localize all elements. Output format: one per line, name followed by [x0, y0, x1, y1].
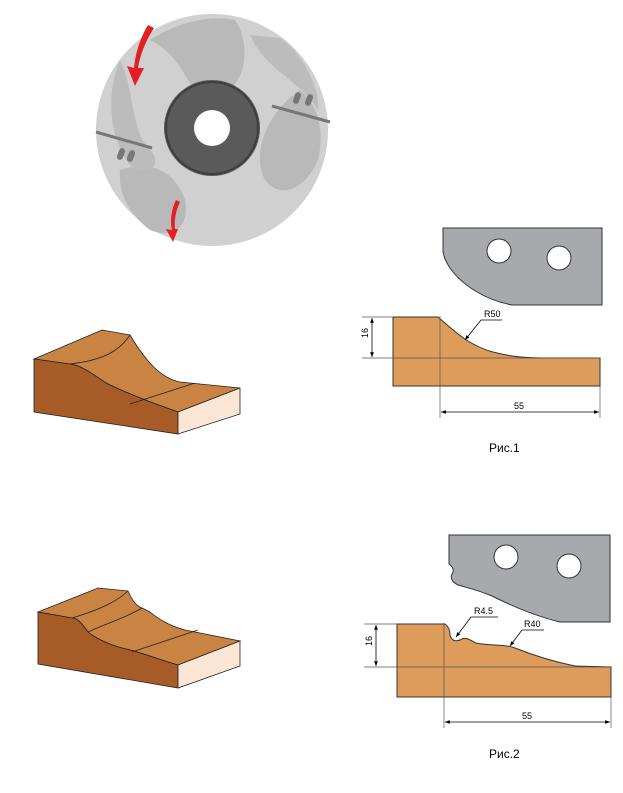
radius-leader	[464, 319, 482, 341]
knife-slot	[271, 104, 331, 124]
wood-block-2	[36, 587, 242, 689]
knife-hole	[546, 245, 572, 271]
width-label: 55	[522, 711, 532, 721]
cutter-bore	[194, 110, 230, 146]
profile-drawing-1: 16 55 R50	[360, 309, 601, 418]
knife-blade-2	[448, 534, 611, 623]
radius-leader	[509, 629, 523, 647]
radius-small-label: R4.5	[474, 606, 493, 616]
bolt-slot	[116, 148, 126, 160]
rotary-cutter	[95, 14, 331, 246]
height-label: 16	[360, 328, 370, 338]
knife-hole	[486, 238, 512, 264]
radius-leader	[455, 616, 472, 638]
cutter-swirl	[119, 166, 186, 234]
figure-caption-1: Рис.1	[489, 441, 520, 455]
knife-blade-1	[442, 227, 603, 306]
cutter-swirl	[250, 35, 319, 110]
bolt-slot	[126, 150, 136, 162]
radius-large-label: R40	[524, 619, 541, 629]
figure-caption-2: Рис.2	[489, 747, 520, 761]
wood-block-1	[32, 329, 241, 435]
knife-hole	[493, 544, 519, 570]
width-label: 55	[514, 401, 524, 411]
knife-slot	[95, 130, 153, 150]
height-label: 16	[364, 636, 374, 646]
cutter-swirl	[111, 60, 156, 172]
rotation-arrow-icon	[166, 200, 180, 242]
profile-drawing-2: 16 55 R4.5 R40	[364, 606, 612, 728]
knife-hole	[556, 553, 582, 579]
radius-label: R50	[484, 309, 501, 319]
cutter-swirl	[150, 18, 245, 96]
bolt-slot	[304, 94, 314, 106]
rotation-arrow-icon	[127, 25, 154, 86]
bolt-slot	[292, 92, 302, 104]
